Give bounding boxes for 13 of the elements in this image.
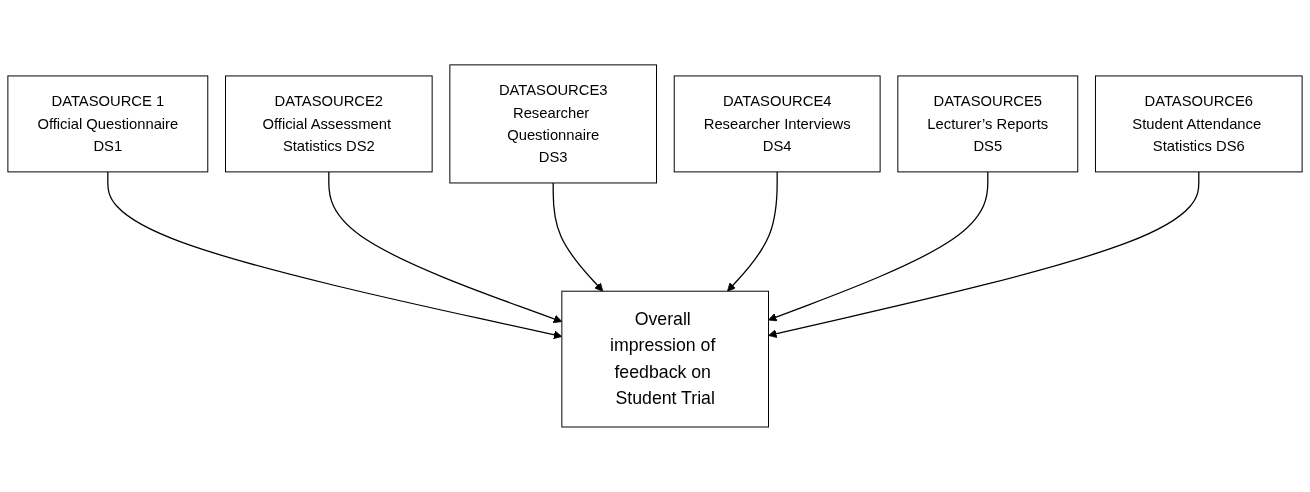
arrow xyxy=(552,182,604,292)
node-box: DATASOURCE3 Researcher Questionnaire DS3 xyxy=(449,64,657,184)
arrow xyxy=(328,171,563,324)
node-box: Overall impression of feedback on Student Trial xyxy=(561,290,769,428)
arrow xyxy=(768,171,1200,338)
node-box: DATASOURCE6 Student Attendance Statistics DS6 xyxy=(1095,75,1303,173)
arrow xyxy=(727,171,778,292)
arrow xyxy=(107,171,563,340)
node-box: DATASOURCE5 Lecturer’s Reports DS5 xyxy=(897,75,1079,173)
node-box: DATASOURCE2 Official Assessment Statistics DS2 xyxy=(225,75,433,173)
node-box: DATASOURCE 1 Official Questionnaire DS1 xyxy=(7,75,209,173)
arrow xyxy=(768,171,989,322)
node-box: DATASOURCE4 Researcher Interviews DS4 xyxy=(673,75,881,173)
